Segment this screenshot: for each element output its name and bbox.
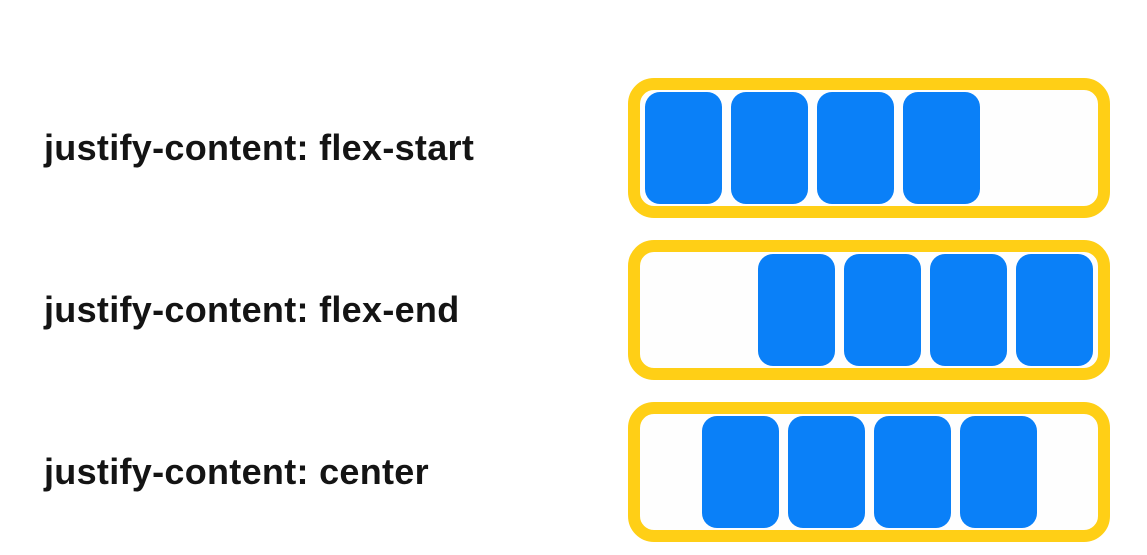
flex-item [903, 92, 980, 204]
flex-item [930, 254, 1007, 366]
flex-item [959, 416, 1037, 528]
flex-item [787, 416, 865, 528]
flex-item [1016, 254, 1093, 366]
flex-item [731, 92, 808, 204]
row-label-center: justify-content: center [44, 451, 429, 492]
flex-container-flex-end [628, 240, 1110, 380]
flex-item [844, 254, 921, 366]
flex-item [873, 416, 951, 528]
flex-container-center [628, 402, 1110, 542]
flex-item [758, 254, 835, 366]
diagram-row-flex-start: justify-content: flex-start [44, 78, 1147, 218]
flex-item [817, 92, 894, 204]
flex-item [645, 92, 722, 204]
flex-container-flex-start [628, 78, 1110, 218]
flex-item [701, 416, 779, 528]
diagram-row-center: justify-content: center [44, 402, 1147, 542]
row-label-flex-end: justify-content: flex-end [44, 289, 460, 330]
diagram-row-flex-end: justify-content: flex-end [44, 240, 1147, 380]
row-label-flex-start: justify-content: flex-start [44, 127, 475, 168]
